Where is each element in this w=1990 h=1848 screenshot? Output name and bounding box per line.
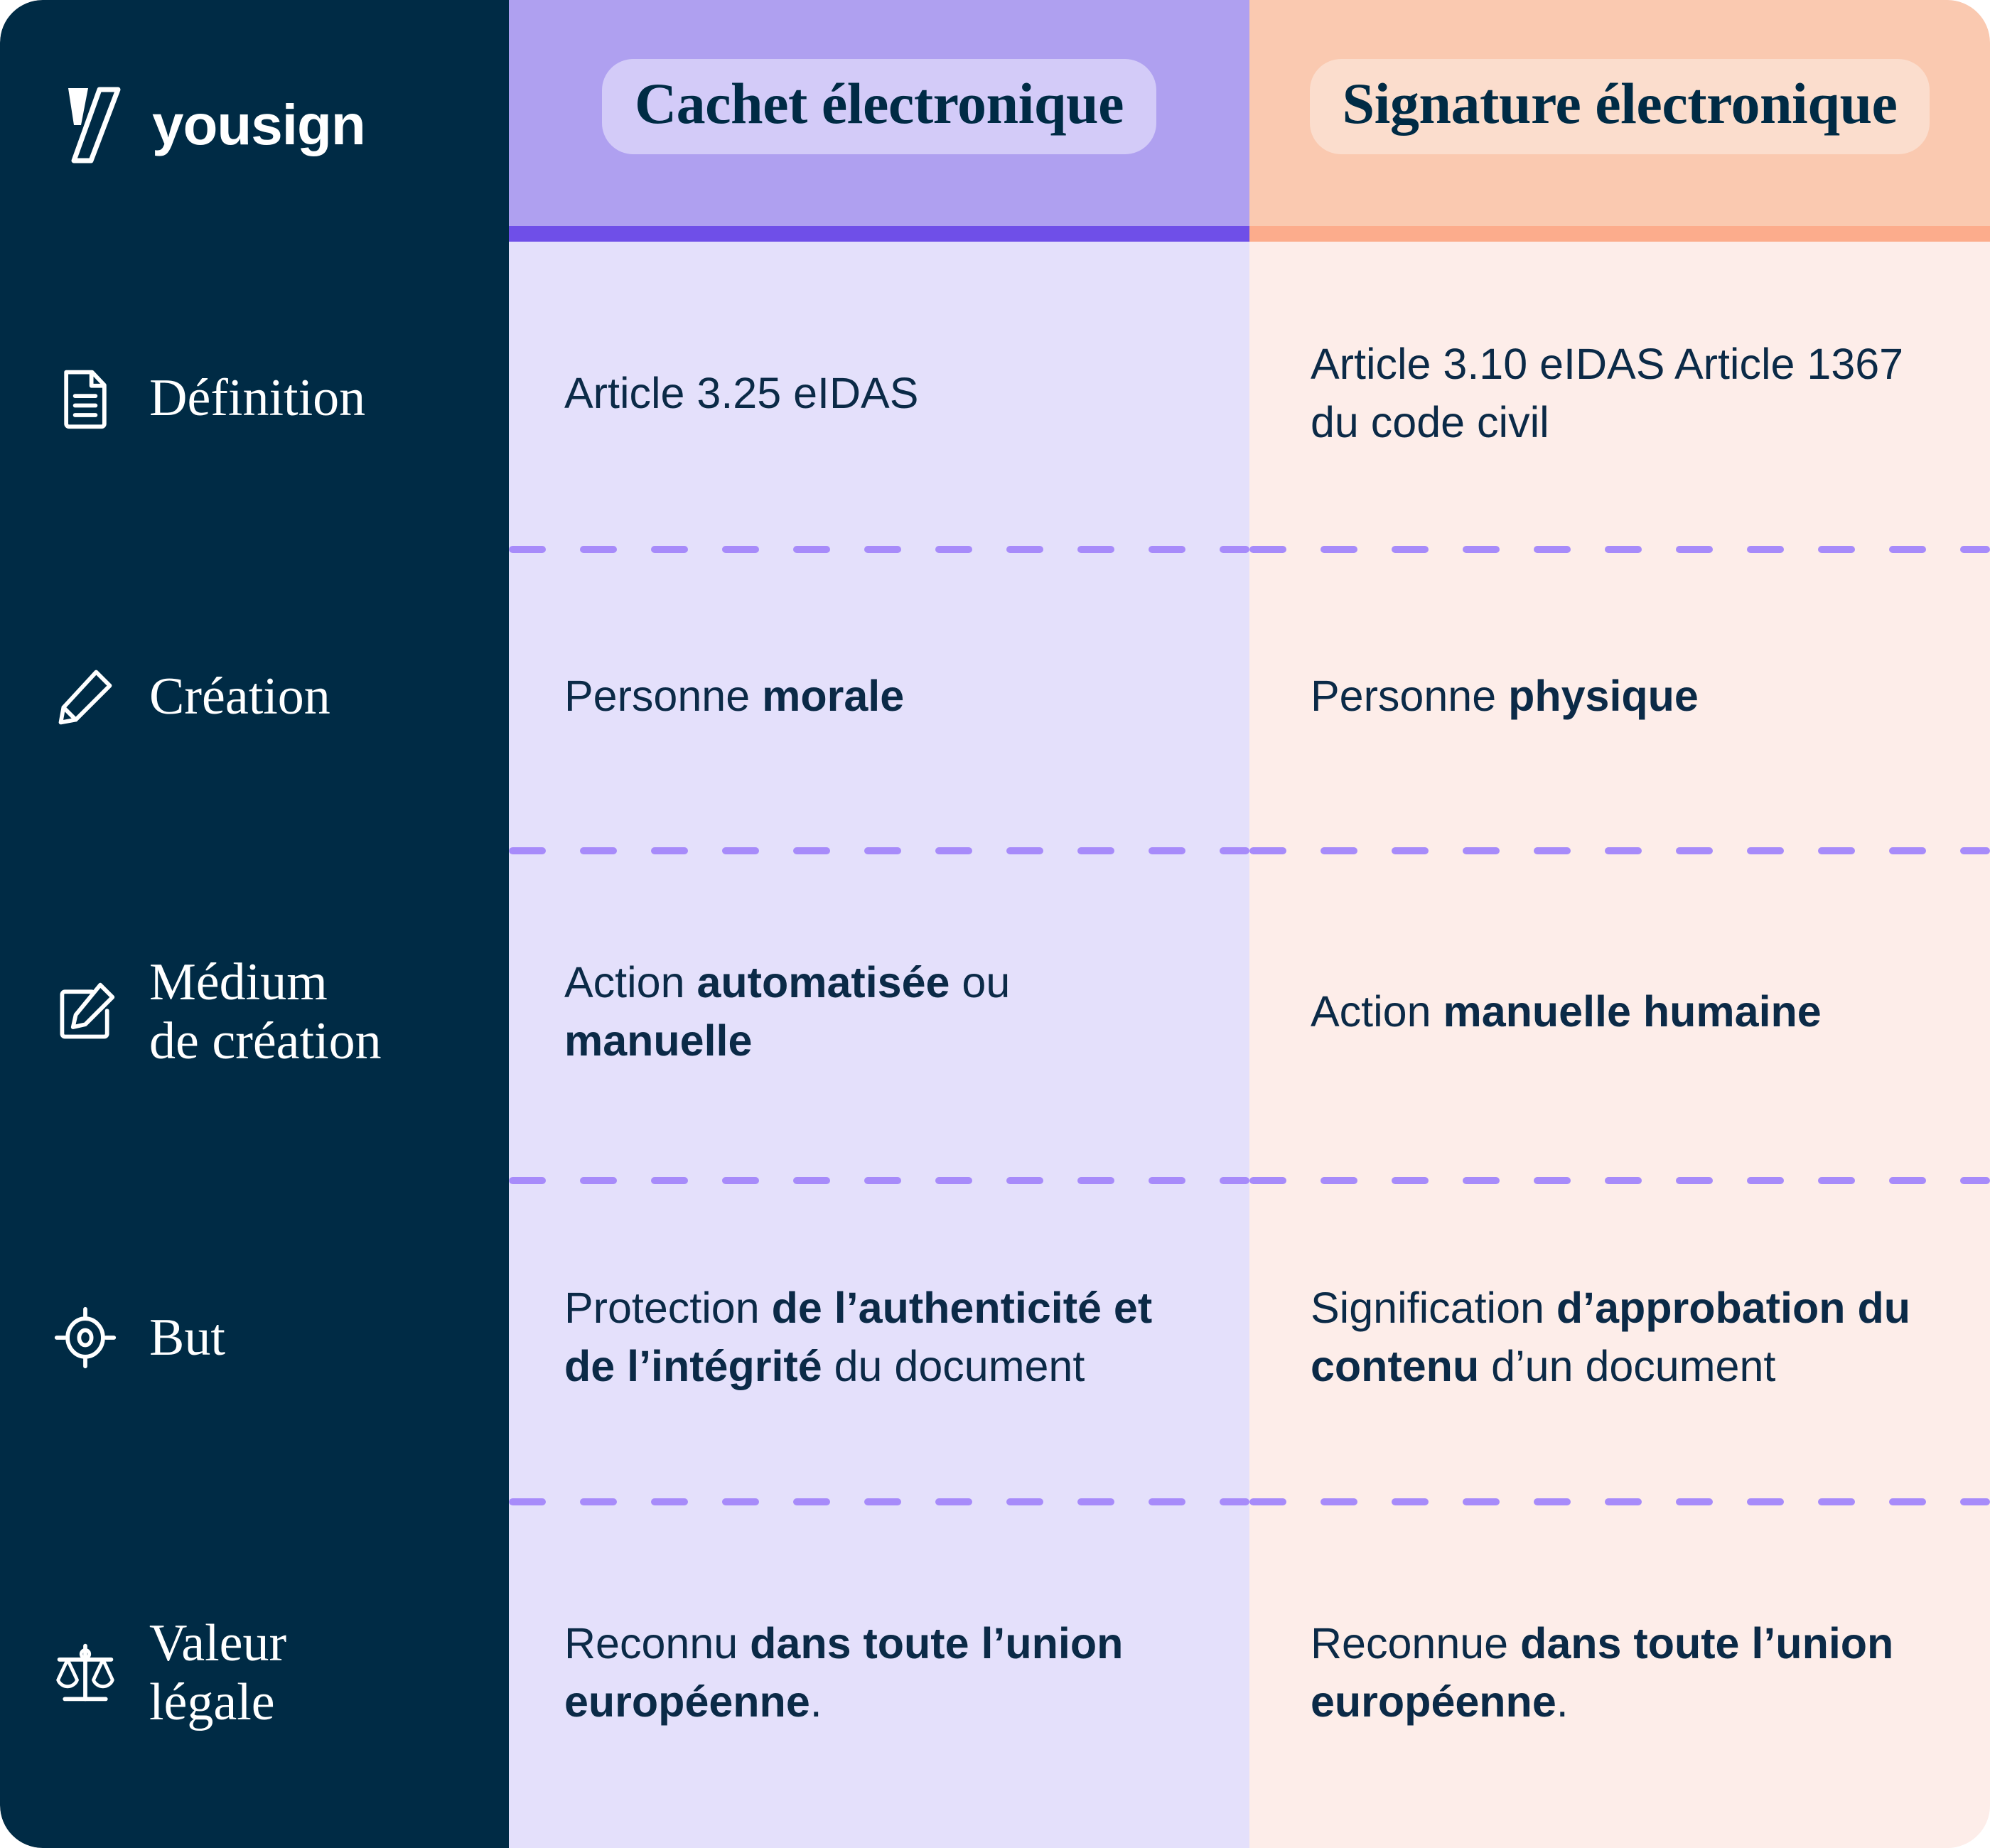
cell-text: Reconnue dans toute l’union européenne. [1311,1619,1894,1726]
brand-logo: yousign [0,0,509,250]
column-cells-signature: Article 3.10 eIDAS Article 1367 du code … [1249,242,1990,1848]
sidebar-row-definition: Définition [0,250,509,546]
cell-text: Personne morale [564,672,905,721]
column-header-pill-cachet: Cachet électronique [601,59,1157,154]
document-lines-icon [51,364,119,432]
cell-text: Protection de l’authenticité et de l’int… [564,1284,1153,1390]
row-divider [509,847,1249,854]
column-cachet-electronique: Cachet électronique Article 3.25 eIDAS P… [509,0,1249,1848]
sidebar-label-definition: Définition [149,368,366,427]
column-header-signature: Signature électronique [1249,0,1990,242]
sidebar-row-medium-de-creation: Médium de création [0,847,509,1177]
column-cells-cachet: Article 3.25 eIDAS Personne morale Actio… [509,242,1249,1848]
column-accent-bar-cachet [509,226,1249,242]
sidebar: yousign Définition [0,0,509,1848]
cell-signature-medium-de-creation: Action manuelle humaine [1249,847,1990,1177]
column-accent-bar-signature [1249,226,1990,242]
cell-cachet-but: Protection de l’authenticité et de l’int… [509,1177,1249,1498]
sidebar-row-creation: Création [0,546,509,847]
sidebar-label-creation: Création [149,667,330,726]
cell-text: Signification d’approbation du contenu d… [1311,1284,1910,1390]
pencil-icon [51,662,119,731]
cell-signature-valeur-legale: Reconnue dans toute l’union européenne. [1249,1498,1990,1848]
row-divider [1249,847,1990,854]
cell-text: Action manuelle humaine [1311,987,1822,1036]
cell-text: Action automatisée ou manuelle [564,958,1011,1065]
row-divider [1249,1498,1990,1505]
cell-text: Article 3.10 eIDAS Article 1367 du code … [1311,340,1904,446]
cell-signature-but: Signification d’approbation du contenu d… [1249,1177,1990,1498]
sidebar-row-labels: Définition Création Mé [0,250,509,1848]
row-divider [1249,1177,1990,1184]
sidebar-row-valeur-legale: Valeur légale [0,1498,509,1848]
row-divider [509,546,1249,553]
row-divider [509,1177,1249,1184]
balance-scale-icon [51,1639,119,1707]
cell-cachet-definition: Article 3.25 eIDAS [509,242,1249,546]
cell-signature-definition: Article 3.10 eIDAS Article 1367 du code … [1249,242,1990,546]
sidebar-label-but: But [149,1308,225,1367]
column-header-pill-signature: Signature électronique [1309,59,1930,154]
column-title-cachet: Cachet électronique [634,71,1124,136]
cell-signature-creation: Personne physique [1249,546,1990,847]
cell-text: Personne physique [1311,672,1699,721]
yousign-logo-icon [64,85,124,165]
cell-text: Article 3.25 eIDAS [564,369,919,418]
cell-cachet-creation: Personne morale [509,546,1249,847]
target-crosshair-icon [51,1304,119,1372]
column-title-signature: Signature électronique [1342,71,1898,136]
column-header-cachet: Cachet électronique [509,0,1249,242]
row-divider [1249,546,1990,553]
cell-cachet-medium-de-creation: Action automatisée ou manuelle [509,847,1249,1177]
column-signature-electronique: Signature électronique Article 3.10 eIDA… [1249,0,1990,1848]
sidebar-label-medium-de-creation: Médium de création [149,953,382,1070]
square-pen-icon [51,978,119,1046]
brand-name: yousign [152,93,366,156]
cell-cachet-valeur-legale: Reconnu dans toute l’union européenne. [509,1498,1249,1848]
cell-text: Reconnu dans toute l’union européenne. [564,1619,1124,1726]
sidebar-row-but: But [0,1177,509,1498]
row-divider [509,1498,1249,1505]
sidebar-label-valeur-legale: Valeur légale [149,1614,287,1731]
